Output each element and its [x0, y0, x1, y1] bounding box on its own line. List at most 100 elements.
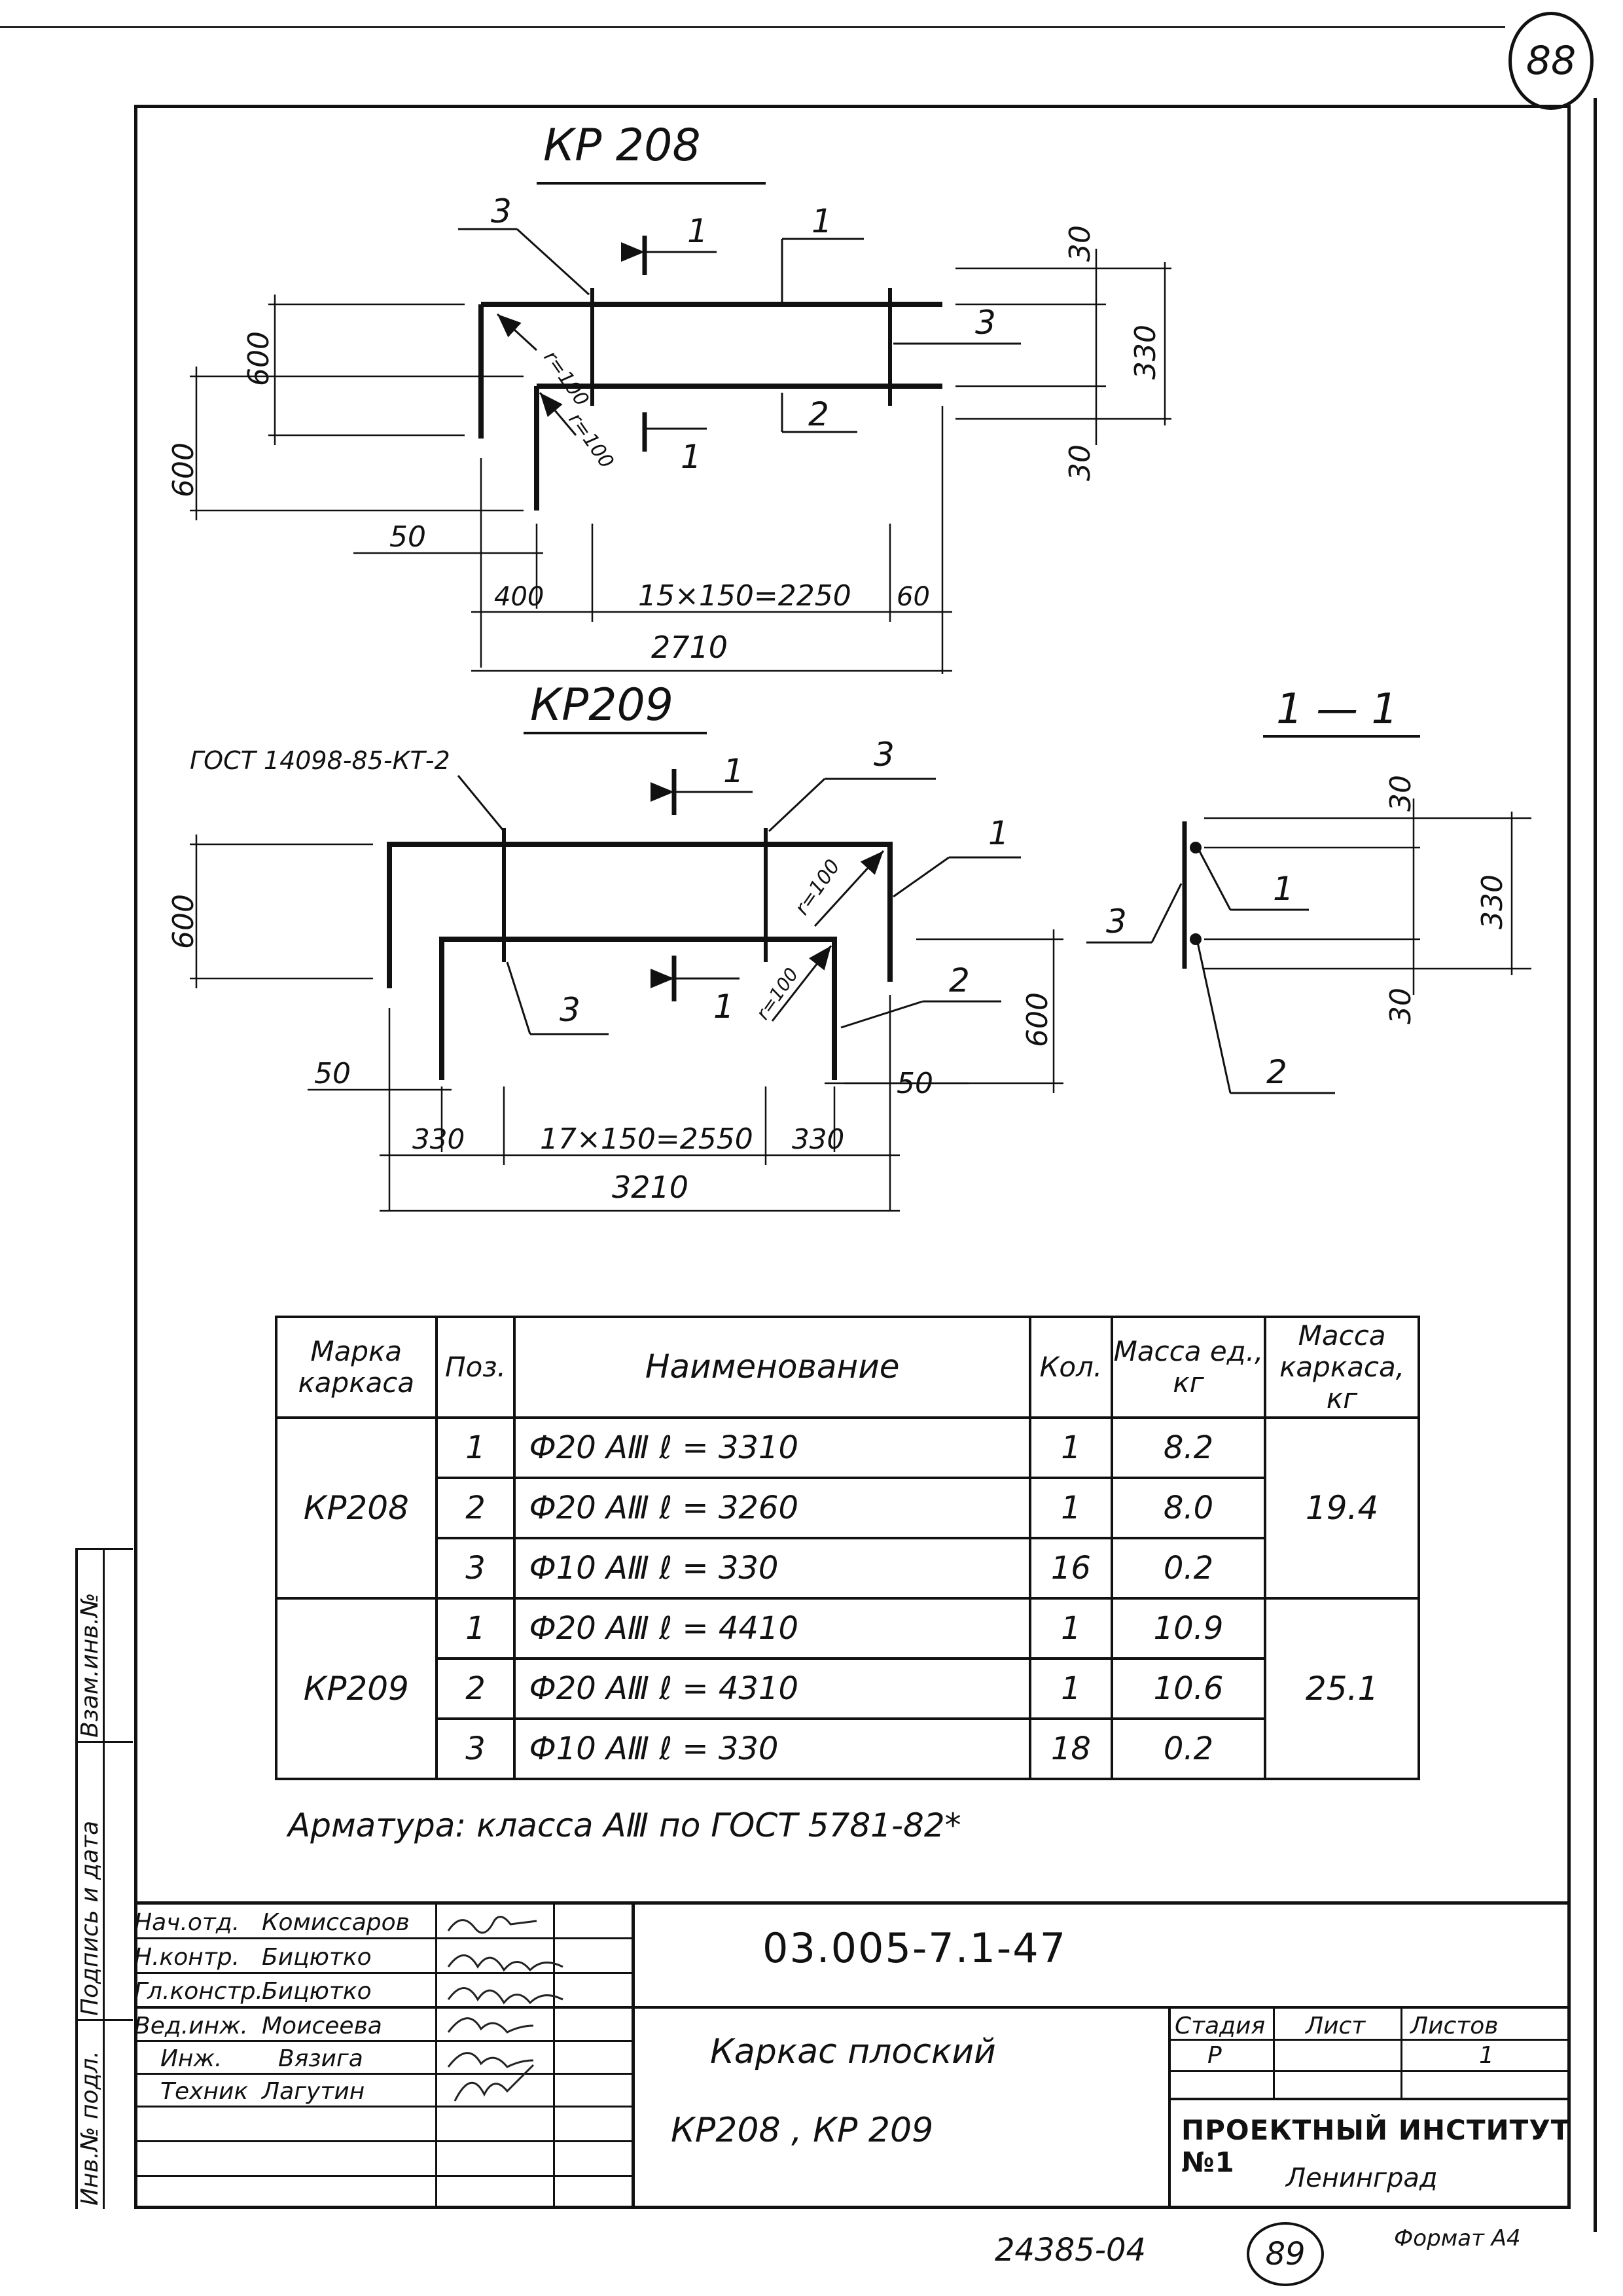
- role-norm-control: Н.контр.: [134, 1944, 240, 1971]
- sheets-header: Листов: [1410, 2013, 1499, 2039]
- table-row: 2 Ф20 АⅢ ℓ = 4310 1 10.6: [276, 1657, 1419, 1720]
- kr209-pos-2: 2: [949, 961, 970, 999]
- cell-qty: 1: [1028, 1416, 1113, 1479]
- kr209-pos-3-bottom: 3: [560, 991, 580, 1029]
- armature-note: Арматура: класса АⅢ по ГОСТ 5781-82*: [288, 1806, 961, 1844]
- group-frame-mass: 19.4: [1264, 1416, 1420, 1600]
- kr208-pos-3-right: 3: [975, 304, 996, 342]
- cell-qty: 18: [1028, 1717, 1113, 1780]
- kr208-dim-50: 50: [389, 520, 426, 554]
- cell-unit-mass: 0.2: [1110, 1537, 1267, 1600]
- table-row: 3 Ф10 АⅢ ℓ = 330 18 0.2: [276, 1717, 1419, 1780]
- name-engineer: Вязига: [278, 2045, 363, 2072]
- cell-name: Ф10 АⅢ ℓ = 330: [513, 1717, 1031, 1780]
- cell-unit-mass: 10.6: [1110, 1657, 1267, 1720]
- role-chief-designer: Гл.констр.: [134, 1978, 263, 2005]
- drawing-kr208: КР 208 r=100 r=100 1 1 3 1 2 3: [167, 120, 1171, 674]
- kr209-dim-600-left: 600: [167, 894, 200, 949]
- header-pos: Поз.: [435, 1316, 516, 1419]
- kr208-dim-600-inner: 600: [242, 331, 276, 386]
- kr208-pos-1: 1: [812, 202, 832, 240]
- cell-pos: 2: [435, 1657, 516, 1720]
- right-edge-line: [1594, 98, 1597, 2232]
- kr208-dim-30-bottom: 30: [1063, 444, 1097, 481]
- kr208-pos-3: 3: [491, 192, 512, 230]
- cell-pos: 3: [435, 1717, 516, 1780]
- cell-unit-mass: 8.2: [1110, 1416, 1267, 1479]
- cell-unit-mass: 8.0: [1110, 1477, 1267, 1539]
- institute-name: ПРОЕКТНЫЙ ИНСТИТУТ №1: [1181, 2114, 1571, 2178]
- header-qty: Кол.: [1028, 1316, 1113, 1419]
- kr209-rod-2: [439, 937, 837, 1080]
- name-chief-designer: Бицютко: [262, 1978, 372, 2005]
- kr209-dim-span: 17×150=2550: [540, 1122, 753, 1156]
- side-inv-replace: Взам.инв.№: [77, 1592, 103, 1738]
- table-row: КР209 1 Ф20 АⅢ ℓ = 4410 1 10.9 25.1: [275, 1597, 1420, 1780]
- kr208-dim-330: 330: [1129, 325, 1162, 380]
- sheets-value: 1: [1479, 2042, 1494, 2069]
- cell-qty: 16: [1028, 1537, 1113, 1600]
- kr209-pos-3-top: 3: [874, 736, 895, 774]
- side-stamp: Инв.№ подл. Подпись и дата Взам.инв.№: [75, 1548, 133, 2209]
- section-dim-30-top: 30: [1384, 775, 1418, 812]
- group-mark: КР208: [275, 1416, 438, 1600]
- table-row: 2 Ф20 АⅢ ℓ = 3260 1 8.0: [276, 1477, 1419, 1539]
- kr208-dim-400: 400: [494, 582, 544, 612]
- kr209-dim-50-left: 50: [314, 1057, 351, 1090]
- role-head-dept: Нач.отд.: [134, 1909, 240, 1936]
- kr208-section-mark-top: 1: [687, 212, 708, 250]
- sheet-header: Лист: [1306, 2013, 1366, 2039]
- kr208-title: КР 208: [543, 120, 701, 171]
- cell-name: Ф10 АⅢ ℓ = 330: [513, 1537, 1031, 1600]
- header-name: Наименование: [513, 1316, 1031, 1419]
- role-engineer: Инж.: [160, 2045, 223, 2072]
- spec-table-header: Марка каркаса Поз. Наименование Кол. Мас…: [275, 1316, 1420, 1419]
- spec-table: Марка каркаса Поз. Наименование Кол. Мас…: [275, 1316, 1420, 1780]
- cell-pos: 2: [435, 1477, 516, 1539]
- kr208-dim-30-top: 30: [1063, 225, 1097, 262]
- section-dim-30-bottom: 30: [1384, 988, 1418, 1024]
- name-head-dept: Комиссаров: [262, 1909, 410, 1936]
- doc-title-line2: КР208 , КР 209: [671, 2111, 934, 2150]
- doc-code: 03.005-7.1-47: [762, 1924, 1067, 1972]
- title-block: Нач.отд. Комиссаров Н.контр. Бицютко Гл.…: [134, 1901, 1571, 2209]
- group-mark: КР209: [275, 1597, 438, 1780]
- cell-pos: 1: [435, 1416, 516, 1479]
- role-technician: Техник: [160, 2078, 249, 2105]
- table-row: КР208 1 Ф20 АⅢ ℓ = 3310 1 8.2 19.4: [275, 1416, 1420, 1600]
- side-sign-date: Подпись и дата: [77, 1820, 103, 2016]
- header-unit-mass: Масса ед., кг: [1110, 1316, 1267, 1419]
- kr209-dim-total: 3210: [612, 1170, 688, 1205]
- cell-name: Ф20 АⅢ ℓ = 3260: [513, 1477, 1031, 1539]
- section-pos-3: 3: [1106, 903, 1127, 941]
- doc-title-line1: Каркас плоский: [710, 2032, 996, 2072]
- cell-name: Ф20 АⅢ ℓ = 3310: [513, 1416, 1031, 1479]
- cell-name: Ф20 АⅢ ℓ = 4410: [513, 1597, 1031, 1660]
- kr208-radius-2: r=100: [563, 409, 618, 473]
- signatures: [447, 1916, 563, 2102]
- section-pos-1: 1: [1273, 870, 1294, 908]
- kr208-dim-60: 60: [897, 582, 930, 612]
- sheet-number: 88: [1508, 12, 1594, 110]
- name-lead-engineer: Моисеева: [262, 2013, 382, 2039]
- kr208-pos-2: 2: [808, 395, 829, 433]
- top-border-line: [0, 26, 1505, 28]
- group-frame-mass: 25.1: [1264, 1597, 1420, 1780]
- cell-pos: 1: [435, 1597, 516, 1660]
- cell-qty: 1: [1028, 1657, 1113, 1720]
- sheet-frame: [134, 105, 1571, 2209]
- section-pos-2: 2: [1266, 1053, 1287, 1091]
- cell-pos: 3: [435, 1537, 516, 1600]
- kr208-dim-span: 15×150=2250: [638, 579, 851, 613]
- section-rod-2-dot: [1190, 933, 1202, 945]
- kr208-section-mark-bottom: 1: [681, 438, 702, 476]
- archive-code: 24385-04: [995, 2232, 1147, 2269]
- drawing-kr209: КР209 ГОСТ 14098-85-КТ-2 r=100 r=100 1 1…: [167, 679, 1063, 1212]
- side-inv-orig: Инв.№ подл.: [77, 2051, 103, 2206]
- name-technician: Лагутин: [262, 2078, 365, 2105]
- kr209-section-mark-bottom: 1: [713, 988, 734, 1026]
- drawings-canvas: КР 208 r=100 r=100 1 1 3 1 2 3: [167, 120, 1531, 1212]
- cell-unit-mass: 0.2: [1110, 1717, 1267, 1780]
- cell-unit-mass: 10.9: [1110, 1597, 1267, 1660]
- kr208-dim-600-outer: 600: [167, 442, 200, 497]
